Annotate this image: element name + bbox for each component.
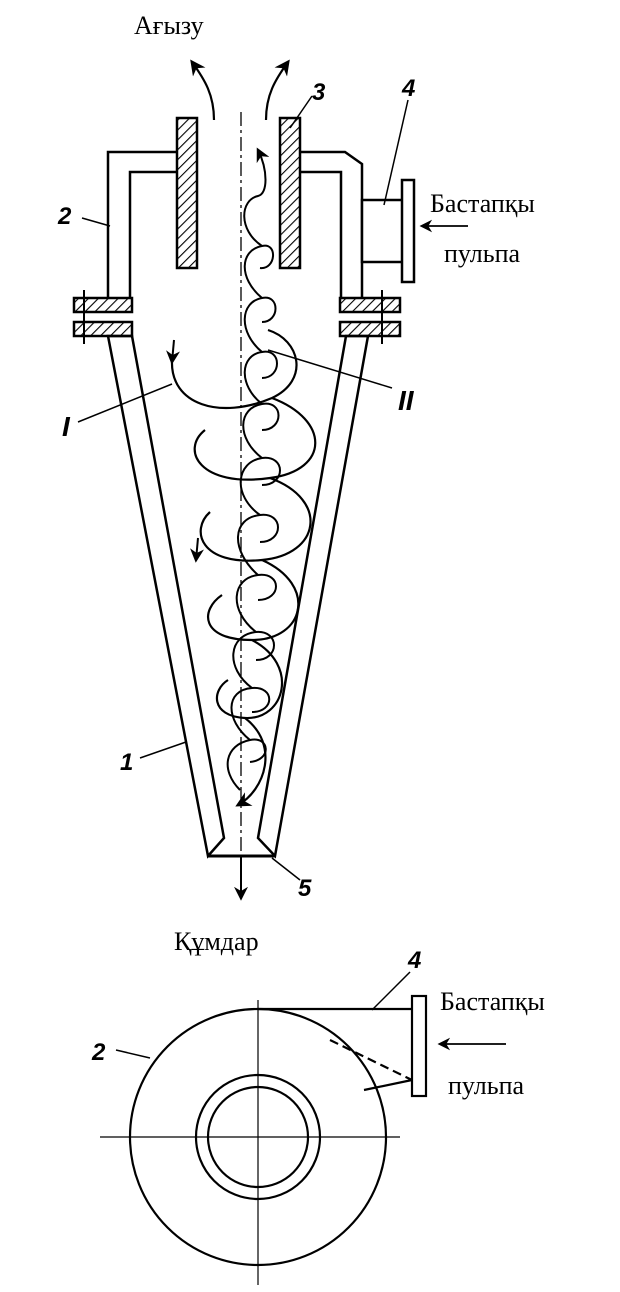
plan-part-number-cylinder: 2 — [91, 1039, 106, 1066]
feed-label-bottom-line1: Бастапқы — [440, 987, 545, 1016]
cylinder-wall-left — [106, 150, 182, 302]
feed-nozzle — [360, 178, 416, 284]
cylinder-wall-right — [295, 150, 364, 302]
plan-nozzle-bottom-edge — [363, 1078, 413, 1092]
plan-leader-cylinder — [115, 1049, 151, 1059]
feed-label-bottom-line2: пульпа — [448, 1071, 525, 1100]
plan-pipe-outer — [194, 1073, 322, 1201]
overflow-arrow-left — [190, 59, 216, 121]
flow-mark-inner-spiral: II — [398, 385, 415, 416]
plan-view: 2 4 Бастапқы пульпа — [91, 947, 545, 1285]
overflow-pipe-wall-left — [175, 116, 199, 270]
leader-outer-spiral — [77, 383, 173, 423]
outer-spiral-flow — [170, 328, 317, 805]
cone-wall-right — [256, 334, 370, 859]
inner-spiral-flow — [226, 150, 281, 791]
side-view: Ағызу Бастапқы пульпа Құмдар 2 3 4 I II … — [57, 11, 535, 956]
part-number-overflow-pipe: 3 — [312, 79, 326, 106]
plan-nozzle-hidden-edge — [329, 1039, 413, 1081]
sands-label: Құмдар — [174, 927, 259, 956]
outer-spiral-arrow-1 — [166, 339, 180, 365]
leader-sand-nozzle — [271, 857, 301, 881]
plan-part-number-feed-nozzle: 4 — [407, 947, 421, 974]
flow-mark-outer-spiral: I — [62, 411, 71, 442]
part-number-sand-nozzle: 5 — [298, 875, 312, 902]
feed-label-top-line2: пульпа — [444, 239, 521, 268]
plan-pipe-inner — [206, 1085, 310, 1189]
plan-leader-feed-nozzle — [371, 971, 411, 1011]
flange-right — [338, 290, 402, 344]
feed-label-top-line1: Бастапқы — [430, 189, 535, 218]
leader-inner-spiral — [267, 349, 393, 389]
flange-left — [72, 290, 134, 344]
leader-cylinder — [81, 217, 111, 227]
overflow-label: Ағызу — [134, 11, 204, 40]
overflow-pipe-wall-right — [278, 116, 302, 270]
leader-overflow-pipe — [289, 95, 313, 129]
part-number-cylinder: 2 — [57, 203, 72, 230]
part-number-cone: 1 — [120, 749, 133, 776]
cone-wall-left — [106, 334, 226, 859]
leader-cone — [139, 741, 187, 759]
part-number-feed-nozzle: 4 — [401, 75, 415, 102]
outer-spiral-arrow-2 — [190, 537, 204, 563]
plan-nozzle-flange — [410, 994, 428, 1098]
overflow-arrow-right — [264, 59, 290, 121]
leader-feed-nozzle — [383, 99, 409, 206]
